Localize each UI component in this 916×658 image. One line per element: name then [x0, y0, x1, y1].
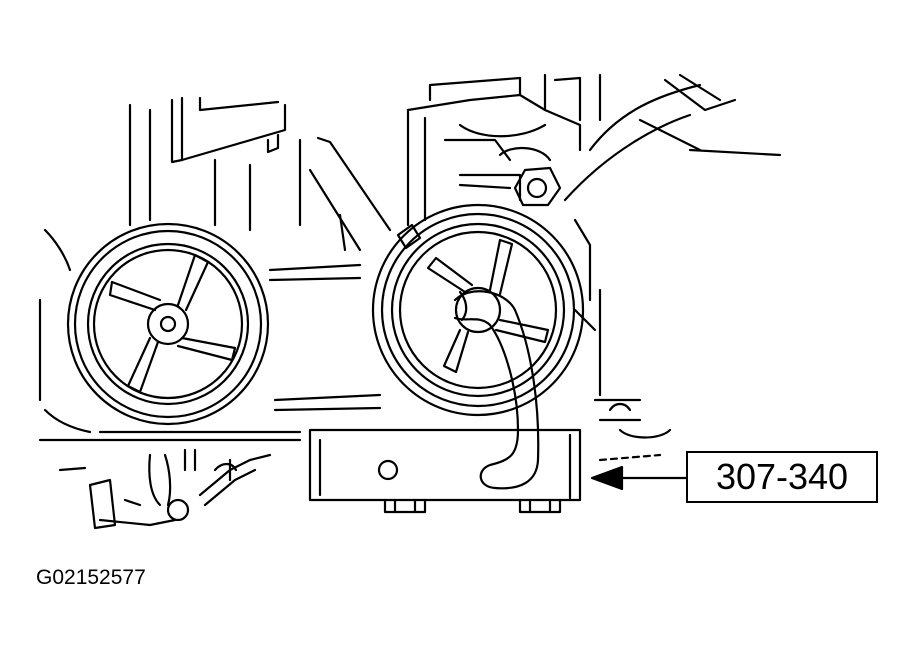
right-pulley	[371, 203, 585, 417]
figure-id-label: G02152577	[36, 566, 146, 589]
left-pulley	[66, 222, 270, 426]
engine-block-outline	[38, 73, 782, 442]
tool-callout-box: 307-340	[686, 451, 878, 503]
special-tool-307-340	[308, 290, 582, 514]
callout-arrow	[590, 453, 688, 491]
chain-hardware	[58, 448, 272, 530]
tool-number-label: 307-340	[715, 456, 849, 497]
